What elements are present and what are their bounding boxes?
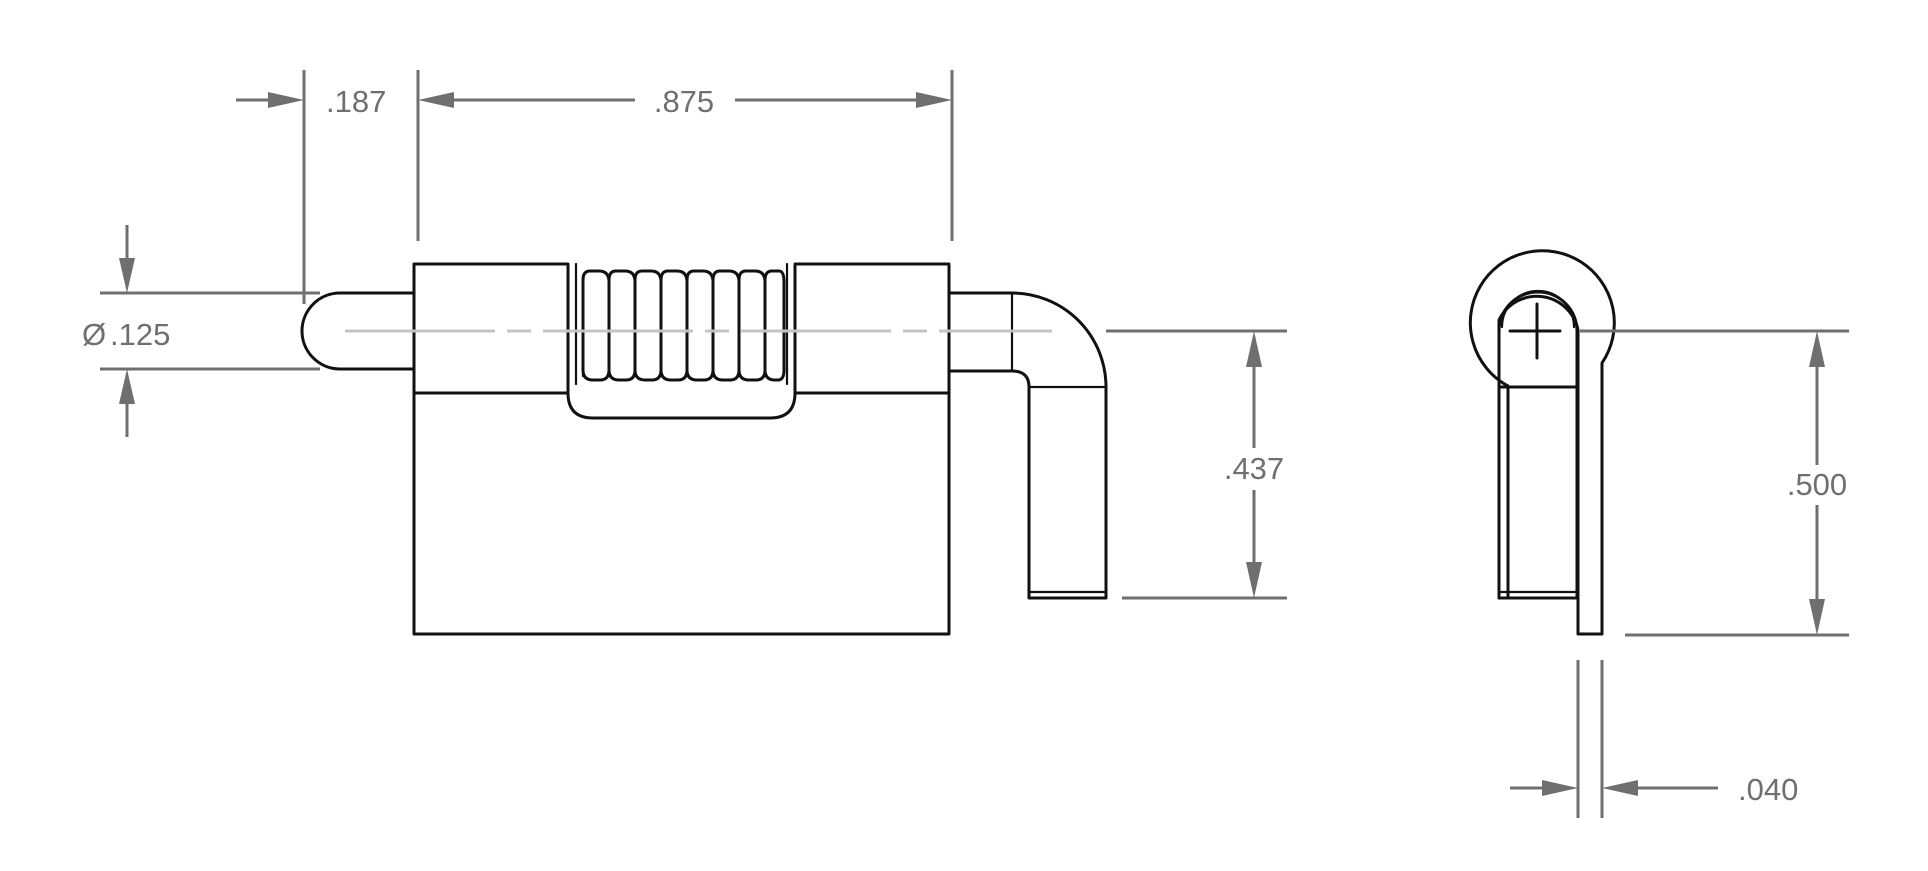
dimension-437: .437 (1106, 329, 1287, 600)
plunger-pin-left (300, 291, 416, 371)
dimension-label-437: .437 (1224, 451, 1284, 486)
arrowhead (1809, 331, 1825, 367)
arrowhead (268, 92, 304, 108)
dimension-187: .187 (236, 70, 420, 304)
dimension-diameter-125: Ø .125 (82, 225, 320, 437)
housing-outline (412, 262, 951, 636)
dimension-label-187: .187 (326, 84, 386, 119)
side-housing-outline (1468, 249, 1616, 636)
spring-coil (633, 269, 663, 382)
arrowhead (1246, 331, 1262, 367)
plunger-handle (947, 291, 1108, 600)
spring-coil (685, 269, 715, 382)
dimension-label-875: .875 (654, 84, 714, 119)
spring-coils (581, 269, 786, 382)
diameter-symbol: Ø (82, 317, 106, 352)
side-view (1468, 249, 1616, 636)
arrowhead (916, 92, 952, 108)
dimension-label-125: .125 (110, 317, 170, 352)
dimension-label-500: .500 (1787, 467, 1847, 502)
dimension-875: .875 (418, 70, 954, 241)
side-pin-rim (1500, 289, 1576, 329)
spring-coil (763, 269, 786, 382)
spring-coil (737, 269, 767, 382)
arrowhead (119, 369, 135, 404)
spring-coil (607, 269, 637, 382)
arrowhead (1542, 780, 1578, 796)
arrowhead (1246, 562, 1262, 598)
dimension-label-040: .040 (1738, 772, 1798, 807)
spring-coil (581, 269, 611, 382)
arrowhead (1602, 780, 1638, 796)
dimension-040: .040 (1510, 660, 1798, 818)
spring-coil (711, 269, 741, 382)
arrowhead (119, 258, 135, 293)
front-view (300, 262, 1108, 636)
arrowhead (418, 92, 454, 108)
spring-coil (659, 269, 689, 382)
dimension-500: .500 (1580, 329, 1849, 637)
arrowhead (1809, 599, 1825, 635)
